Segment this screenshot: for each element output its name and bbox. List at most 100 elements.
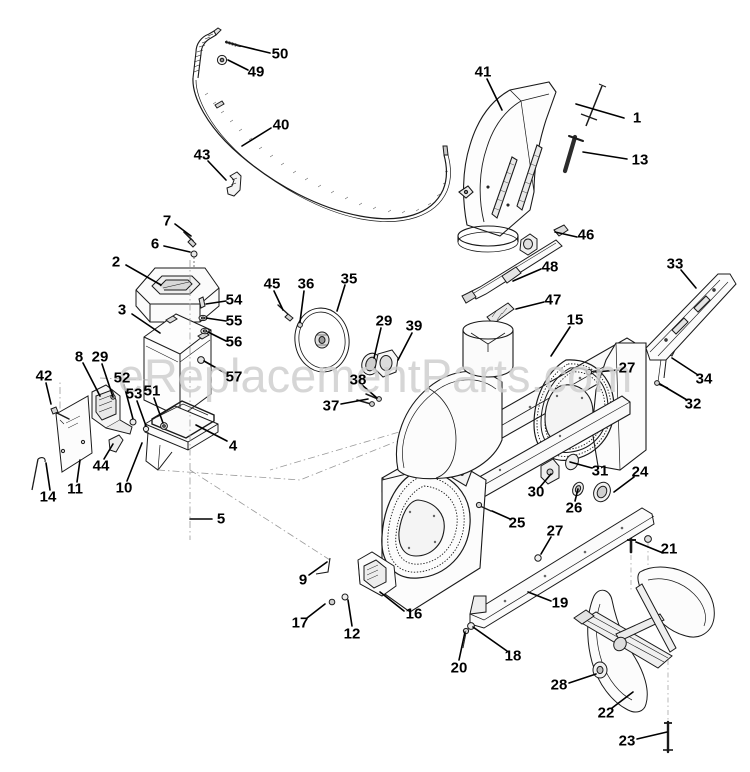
leader-line-27 <box>595 369 619 373</box>
callout-number-25: 25 <box>508 514 526 532</box>
callout-number-9: 9 <box>298 571 308 589</box>
leader-line-53 <box>136 400 147 427</box>
callout-number-14: 14 <box>39 488 57 506</box>
callout-number-8: 8 <box>74 348 84 366</box>
leader-line-10 <box>126 442 143 482</box>
callout-number-35: 35 <box>340 270 358 288</box>
leader-line-39 <box>397 332 413 361</box>
callout-number-48: 48 <box>541 258 559 276</box>
part-group-bolt-27b <box>534 554 542 562</box>
part-group-washer-49 <box>216 54 228 66</box>
callout-number-1: 1 <box>632 109 642 127</box>
callout-number-7: 7 <box>162 212 172 230</box>
callout-number-46: 46 <box>577 226 595 244</box>
part-group-cable-40 <box>192 27 451 222</box>
leader-line-12 <box>347 599 353 627</box>
leader-line-56 <box>207 331 227 342</box>
callout-number-29: 29 <box>91 348 109 366</box>
callout-number-45: 45 <box>263 275 281 293</box>
part-group-bolt-42 <box>50 406 70 420</box>
callout-number-47: 47 <box>544 291 562 309</box>
leader-line-11 <box>76 459 81 483</box>
leader-line-41 <box>486 78 503 111</box>
callout-number-13: 13 <box>631 151 649 169</box>
callout-number-38: 38 <box>349 371 367 389</box>
leader-line-50 <box>240 45 271 54</box>
callout-number-22: 22 <box>597 704 615 722</box>
callout-number-56: 56 <box>225 333 243 351</box>
part-group-pulley-35 <box>294 307 350 373</box>
callout-number-34: 34 <box>695 370 713 388</box>
leader-line-16 <box>379 591 405 612</box>
callout-number-37: 37 <box>322 397 340 415</box>
callout-number-12: 12 <box>343 625 361 643</box>
leader-line-40 <box>241 127 272 147</box>
leader-line-19 <box>527 591 552 602</box>
leader-line-36 <box>299 290 305 323</box>
part-group-rod-14 <box>31 457 46 491</box>
part-group-fastener-36 <box>297 322 303 328</box>
leader-line-47 <box>515 301 545 310</box>
callout-number-55: 55 <box>225 312 243 330</box>
leader-line-2 <box>125 264 162 286</box>
part-group-bolt-25 <box>475 501 492 512</box>
leader-line-8 <box>82 362 101 397</box>
leader-line-20 <box>458 631 466 661</box>
part-group-clip-43 <box>226 171 242 197</box>
callout-number-15: 15 <box>566 311 584 329</box>
part-group-bolt-17 <box>328 598 336 606</box>
callout-number-23: 23 <box>618 732 636 750</box>
callout-number-6: 6 <box>150 235 160 253</box>
leader-line-1 <box>575 103 625 119</box>
leader-line-29 <box>373 327 382 359</box>
leader-line-44 <box>103 443 114 460</box>
part-group-bolt-18 <box>467 622 475 630</box>
part-group-bracket-16 <box>357 551 397 597</box>
leader-line-45 <box>273 290 284 311</box>
part-group-rod-9 <box>315 557 331 575</box>
leader-line-33 <box>680 269 697 289</box>
callout-number-49: 49 <box>247 63 265 81</box>
part-group-bolt-7 <box>183 231 197 248</box>
part-group-bolt-13 <box>562 134 584 174</box>
callout-number-51: 51 <box>143 382 161 400</box>
callout-number-39: 39 <box>405 317 423 335</box>
leader-line-6 <box>163 245 191 253</box>
leader-line-35 <box>336 284 346 312</box>
part-group-auger-22 <box>573 566 715 713</box>
callout-number-24: 24 <box>631 463 649 481</box>
leader-line-14 <box>45 462 51 491</box>
callout-number-5: 5 <box>216 510 226 528</box>
part-group-panel-11 <box>55 395 93 473</box>
callout-number-36: 36 <box>297 275 315 293</box>
leader-line-27 <box>540 536 552 555</box>
callout-number-30: 30 <box>527 483 545 501</box>
leader-line-24 <box>613 476 635 493</box>
callout-number-10: 10 <box>115 479 133 497</box>
callout-number-29: 29 <box>375 312 393 330</box>
part-group-bolt-45 <box>277 304 294 322</box>
part-group-screw-50 <box>224 39 242 48</box>
leader-line-54 <box>205 300 227 305</box>
part-group-hardware-54-56 <box>198 296 210 335</box>
leader-line-22 <box>611 691 634 709</box>
leader-line-52 <box>123 384 134 420</box>
callout-number-27: 27 <box>546 522 564 540</box>
callout-number-28: 28 <box>550 676 568 694</box>
leader-line-28 <box>568 673 597 684</box>
leader-line-23 <box>636 731 668 740</box>
leader-line-55 <box>205 317 227 322</box>
part-group-shear-pin-23 <box>663 660 673 754</box>
leader-line-31 <box>569 461 593 469</box>
leader-line-26 <box>574 488 579 502</box>
leader-line-43 <box>207 160 227 181</box>
part-group-chute-41 <box>457 81 557 253</box>
callout-number-57: 57 <box>225 368 243 386</box>
callout-number-54: 54 <box>225 291 243 309</box>
callout-number-2: 2 <box>111 253 121 271</box>
leader-line-4 <box>195 424 228 442</box>
leader-line-29 <box>101 363 114 398</box>
part-group-clip-44 <box>108 434 124 453</box>
leader-line-46 <box>554 231 578 238</box>
